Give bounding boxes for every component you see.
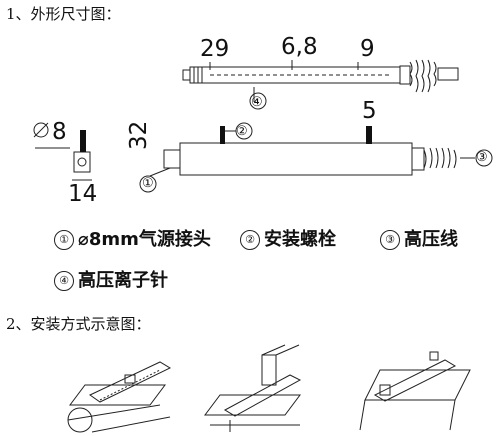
legend-text-1: ⌀8mm气源接头: [78, 229, 211, 250]
legend-num-3: ③: [380, 230, 400, 250]
callout-2: ②: [236, 124, 248, 139]
section-1-title: 1、外形尺寸图：: [6, 5, 121, 23]
legend-num-4: ④: [54, 271, 74, 291]
callout-4: ④: [251, 95, 263, 110]
legend-text-3: 高压线: [404, 229, 458, 250]
legend-text-4: 高压离子针: [78, 270, 168, 291]
dim-14: 14: [68, 181, 98, 207]
callout-3: ③: [476, 150, 488, 165]
side-view-bar: [179, 142, 413, 176]
legend-num-1: ①: [54, 230, 74, 250]
legend-num-2: ②: [240, 230, 260, 250]
mounting-diagrams: [67, 344, 471, 433]
legend-text-2: 安装螺栓: [264, 229, 336, 250]
callout-1: ①: [142, 176, 154, 191]
legend-item-air-connector: ①⌀8mm气源接头: [54, 230, 211, 250]
dim-6-8: 6,8: [281, 34, 318, 60]
dim-8: 8: [52, 119, 67, 145]
dim-5: 5: [362, 98, 377, 124]
dim-29: 29: [200, 36, 230, 62]
dim-9: 9: [360, 36, 375, 62]
section-2-title: 2、安装方式示意图：: [6, 315, 151, 333]
